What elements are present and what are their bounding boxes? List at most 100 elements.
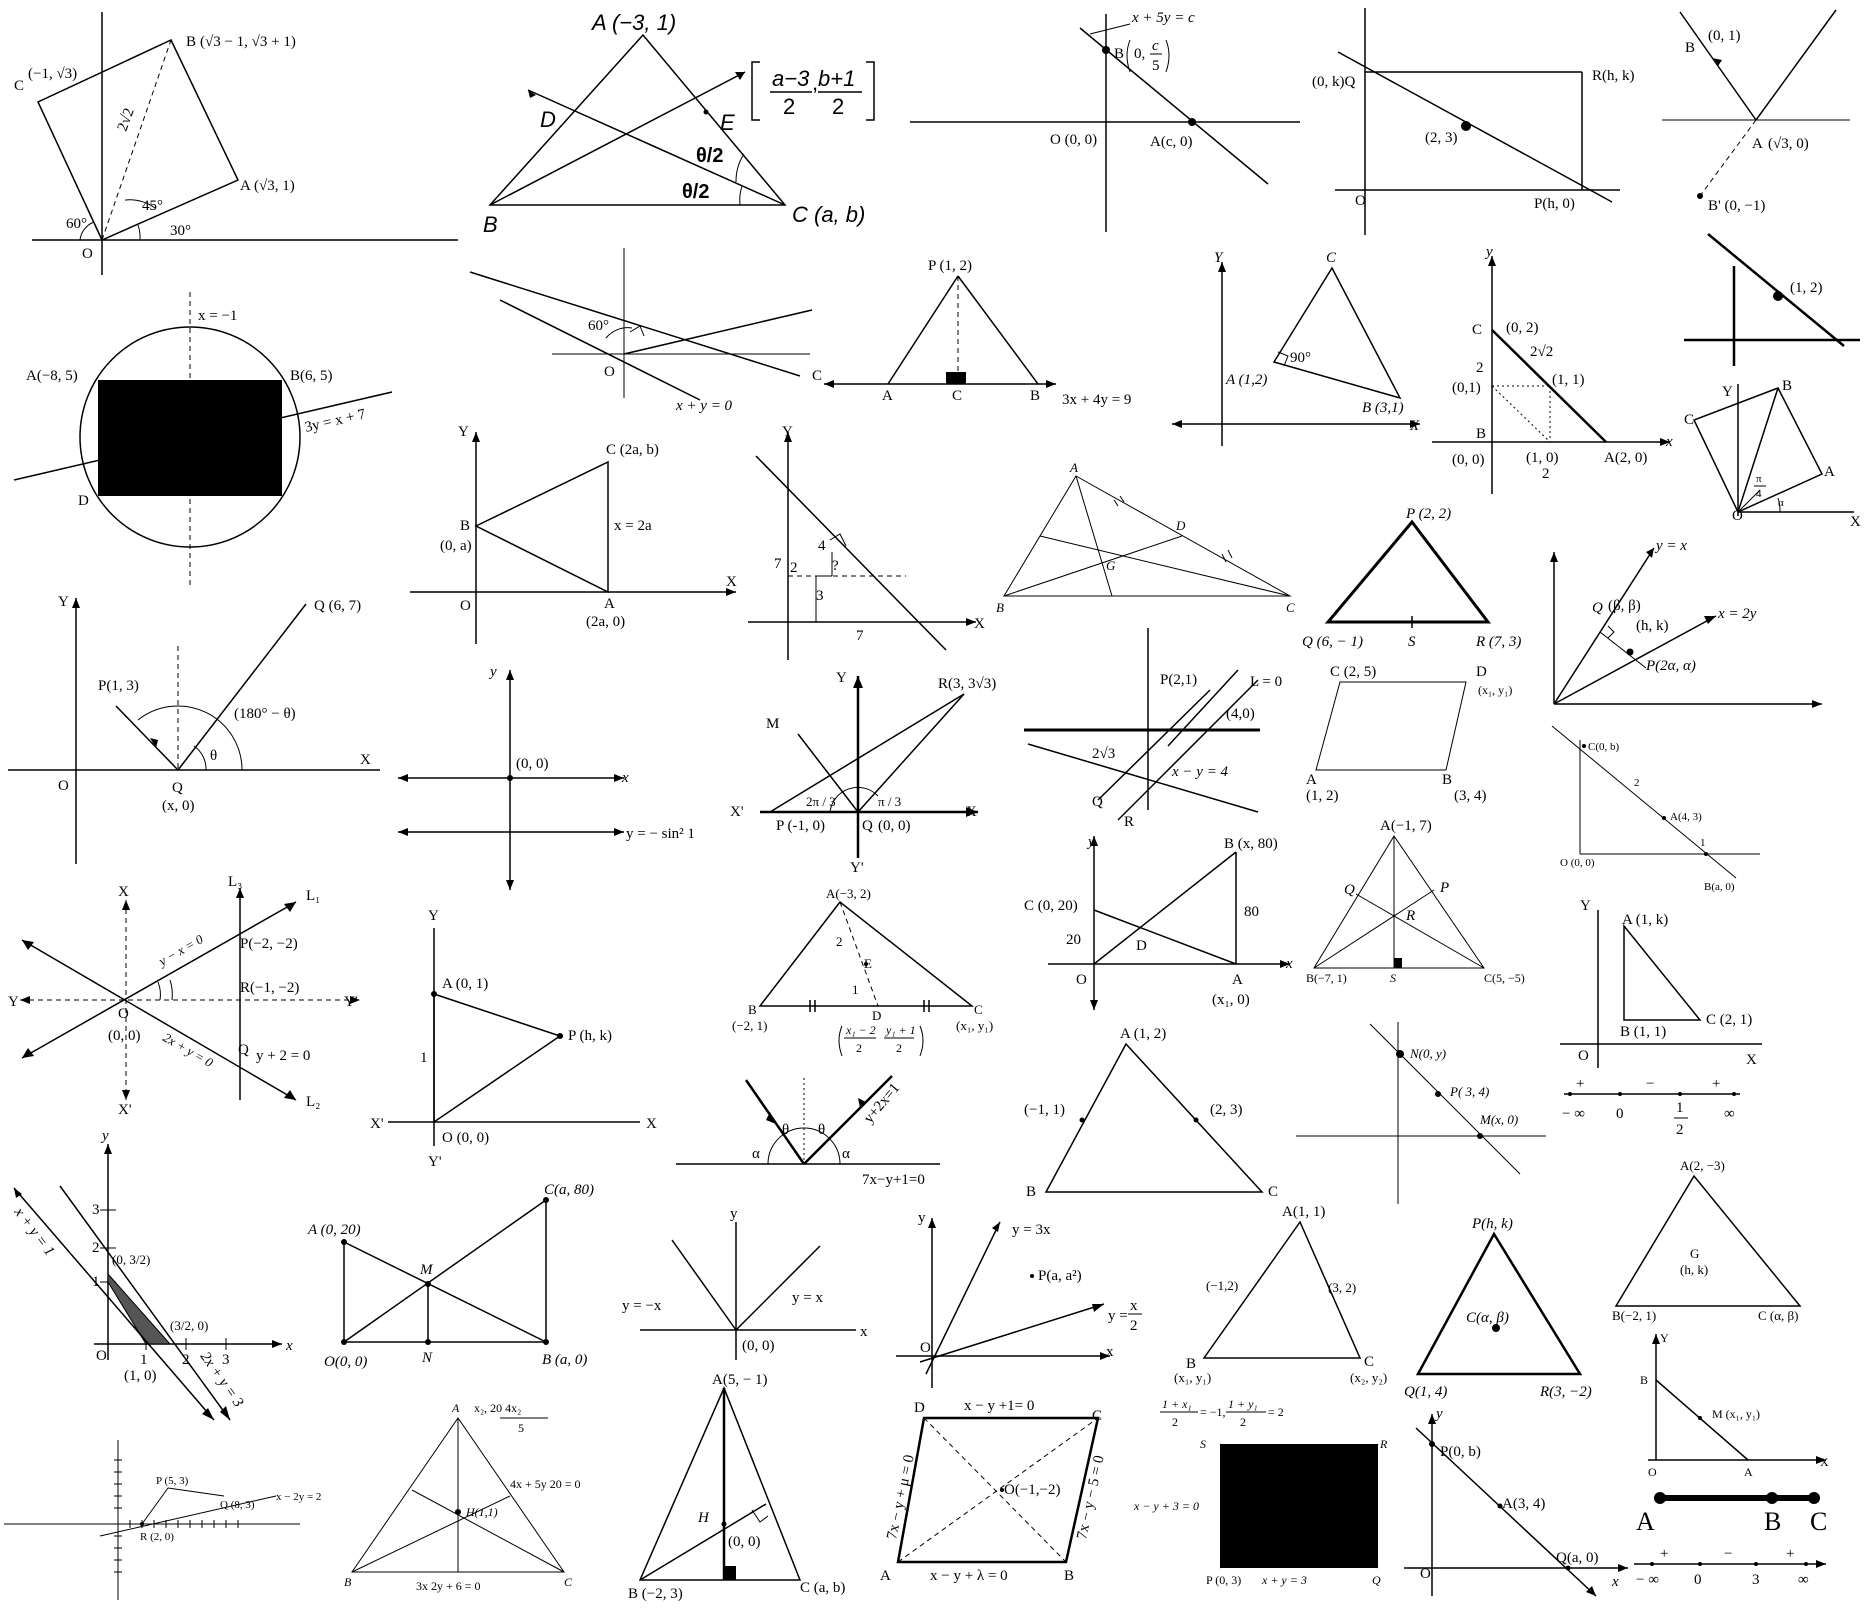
fig3-a: A(c, 0) [1150,134,1192,150]
fig38-l: (−1,2) [1206,1278,1238,1293]
fig8-b: B [1030,388,1040,404]
fig27-c: C (0, 20) [1024,898,1078,914]
fig26-xden: 2 [856,1041,862,1055]
fig10-p2: (1, 1) [1552,372,1585,388]
fig14-q: ? [832,558,839,574]
fig43-o: (0, 0) [728,1534,761,1550]
fig30-th1: θ [782,1122,789,1138]
fig13-a: A [604,596,615,612]
fig24-eq2: 2x + y = 0 [161,1030,217,1071]
fig5-b2: B' (0, −1) [1708,198,1765,214]
fig-triangle-bisector: A (−3, 1) D E θ/2 θ/2 B C (a, b) a−3 2 ,… [483,10,875,237]
fig1-ang45: 45° [142,198,163,214]
fig26-2: 2 [836,934,843,949]
fig28-s: S [1390,971,1396,985]
fig24-x: X [118,884,129,900]
fig37-eq2x: x [1130,1298,1138,1314]
fig-triangle-h: A(5, − 1) H (0, 0) B (−2, 3) C (a, b) [628,1372,845,1602]
fig24-l2: L₂ [306,1094,320,1110]
fig34-3: 3 [92,1202,100,1218]
fig44-c: C [1092,1408,1102,1424]
fig16-p: P (2, 2) [1405,506,1451,522]
fig17-hk: (h, k) [1636,618,1669,634]
fig26-b: B [748,1002,757,1017]
fig8-c: C [952,388,962,404]
fig-first-quadrant-triangle: y C (0, 2) 2√2 2 (0,1) (1, 1) B (0, 0) (… [1432,244,1673,494]
fig29-a: A (1, k) [1622,912,1668,928]
fig-section-line: C(0, b) 2 A(4, 3) 1 O (0, 0) B(a, 0) [1551,725,1760,893]
fig-triangle-centroid-g: A(2, −3) G (h, k) B(−2, 1) C (α, β) [1612,1158,1802,1323]
fig20-ang1: 2π / 3 [806,794,836,809]
fig29-x: X [1746,1052,1757,1068]
fig1-ang60: 60° [66,216,87,232]
fig1-diag: 2√2 [115,106,138,133]
fig44-d: D [914,1400,925,1416]
fig10-c-coord: (0, 2) [1506,320,1539,336]
fig28-p: P [1439,880,1449,896]
fig34-y: y [100,1128,109,1144]
fig41-r: R (2, 0) [140,1531,174,1543]
fig-sign-chart-half: + − + − ∞ 0 1 2 ∞ [1562,1076,1740,1138]
fig16-r: R (7, 3) [1475,634,1521,650]
fig1-o: O [82,246,93,262]
fig29-o: O [1578,1048,1589,1064]
fig34-o: O [96,1348,107,1364]
fig22-d: D [1476,664,1487,680]
fig7-ang: 60° [588,318,609,334]
fig36-y: y [730,1206,738,1222]
fig-triangle-centroid: A D G B C [996,460,1295,615]
fig33-inf: ∞ [1724,1106,1735,1122]
fig2-mid-xden: 2 [783,94,795,119]
fig-line-intercepts: x + 5y = c B 0, c 5 O (0, 0) A(c, 0) [910,10,1300,232]
fig23-1: 1 [1700,837,1706,849]
fig12-pi: π [1756,473,1762,485]
fig38-a: A(1, 1) [1282,1204,1325,1220]
fig25-a: A (0, 1) [442,976,488,992]
fig21-dist: 2√3 [1092,746,1115,762]
fig27-20: 20 [1066,932,1081,948]
fig17-yx: y = x [1654,538,1687,554]
fig13-a-coord: (2a, 0) [586,614,625,630]
fig3-b: B [1114,46,1124,62]
fig19-origin: (0, 0) [516,756,549,772]
fig-parallel-lines: P(2,1) L = 0 (4,0) 2√3 x − y = 4 Q R [1024,628,1282,830]
fig6-center: (−1, 2) [198,448,239,464]
fig45-d1: 2 [1172,1415,1178,1429]
fig1-b-coord: (√3 − 1, √3 + 1) [200,34,296,50]
fig13-c: C (2a, b) [606,442,659,458]
fig10-b: B [1476,426,1486,442]
fig20-y2: Y' [850,860,864,876]
fig21-40: (4,0) [1226,706,1255,722]
fig15-a: A [1069,460,1078,475]
fig39-r: R(3, −2) [1539,1384,1592,1400]
fig22-acoord: (1, 2) [1306,788,1339,804]
fig33-p2: + [1712,1076,1720,1092]
fig1-c: C [14,78,24,94]
fig34-eq1: x + y = 1 [10,1204,57,1259]
fig27-y: y [1086,834,1095,850]
fig25-1: 1 [420,1050,428,1066]
fig13-y: Y [458,424,469,440]
fig26-yden: 2 [896,1041,902,1055]
fig21-q: Q [1092,794,1103,810]
fig-right-triangle: Y C 90° A (1,2) B (3,1) X [1172,250,1420,446]
fig33-p1: + [1576,1076,1584,1092]
fig24-l3: L₃ [228,874,242,890]
fig9-y: Y [1214,250,1224,266]
fig49-inf: ∞ [1798,1572,1809,1588]
fig42-h: H(1,1) [465,1505,498,1519]
fig28-r: R [1405,908,1415,924]
fig34-pt1: (0, 3/2) [112,1252,150,1267]
fig27-acoord: (x₁, 0) [1212,992,1250,1008]
fig1-b: B [186,34,196,50]
fig-square-pi4: Y B C A π 4 α O X [1684,378,1861,530]
fig20-q: Q [862,818,873,834]
fig40-b: B(−2, 1) [1612,1308,1656,1323]
fig30-th2: θ [818,1122,825,1138]
fig26-d: D [872,1008,881,1023]
fig14-7b: 7 [856,628,864,644]
fig23-c: C(0, b) [1588,741,1620,753]
fig16-s: S [1408,634,1416,650]
fig42-eq1d: 5 [518,1421,524,1435]
fig44-left: 7x − y + μ = 0 [884,1453,918,1540]
